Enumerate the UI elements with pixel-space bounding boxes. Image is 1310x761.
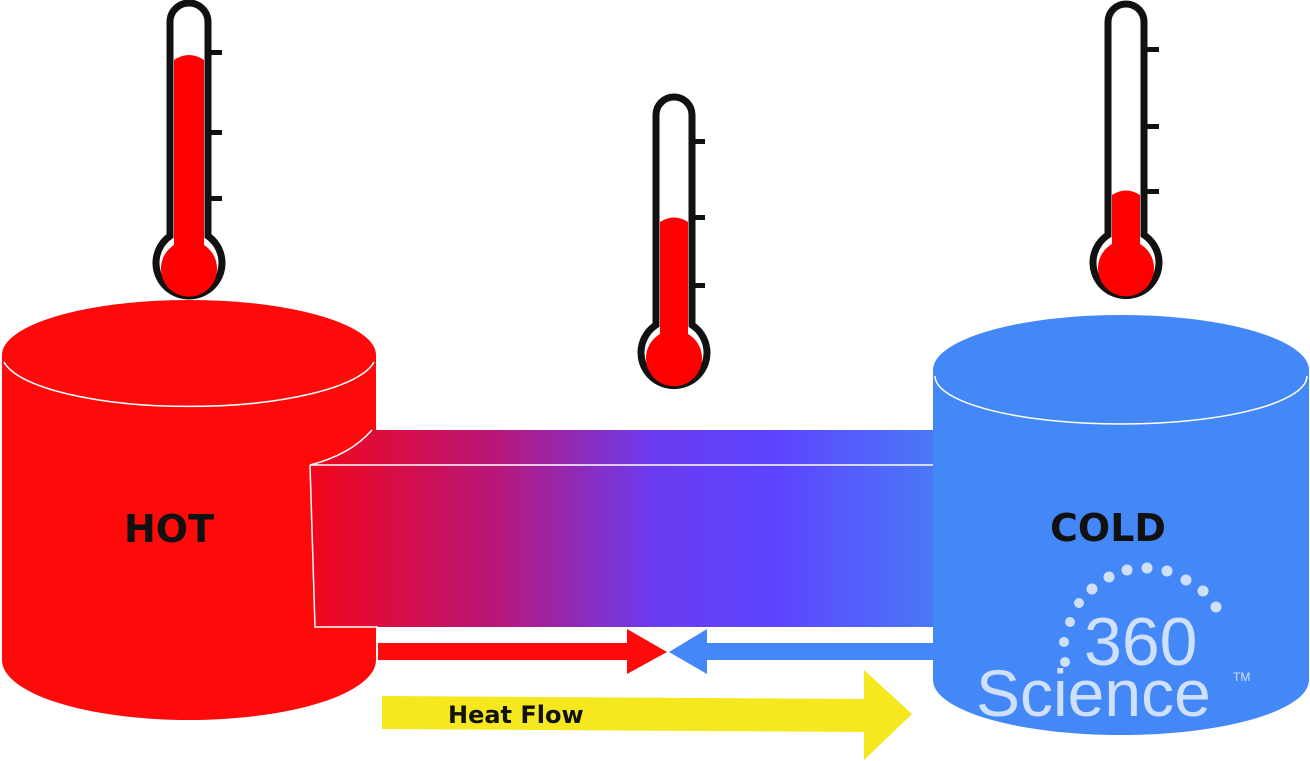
cold-reservoir xyxy=(933,315,1309,735)
hot-arrow xyxy=(378,629,667,674)
cold-label: COLD xyxy=(1050,506,1166,550)
science-360-logo: 360 Science TM xyxy=(976,562,1250,730)
logo-word: Science xyxy=(976,656,1211,730)
hot-reservoir xyxy=(2,300,376,720)
cold-thermometer xyxy=(1089,0,1163,300)
hot-label: HOT xyxy=(124,507,214,551)
logo-number: 360 xyxy=(1084,604,1197,680)
hot-thermometer xyxy=(152,0,226,300)
cold-arrow xyxy=(669,629,933,674)
logo-trademark: TM xyxy=(1233,670,1250,684)
middle-thermometer xyxy=(637,93,711,390)
conducting-bar xyxy=(309,429,933,628)
heat-flow-arrow xyxy=(382,670,912,760)
logo-dots-arc-icon xyxy=(1059,562,1222,667)
heat-flow-label: Heat Flow xyxy=(448,701,584,729)
